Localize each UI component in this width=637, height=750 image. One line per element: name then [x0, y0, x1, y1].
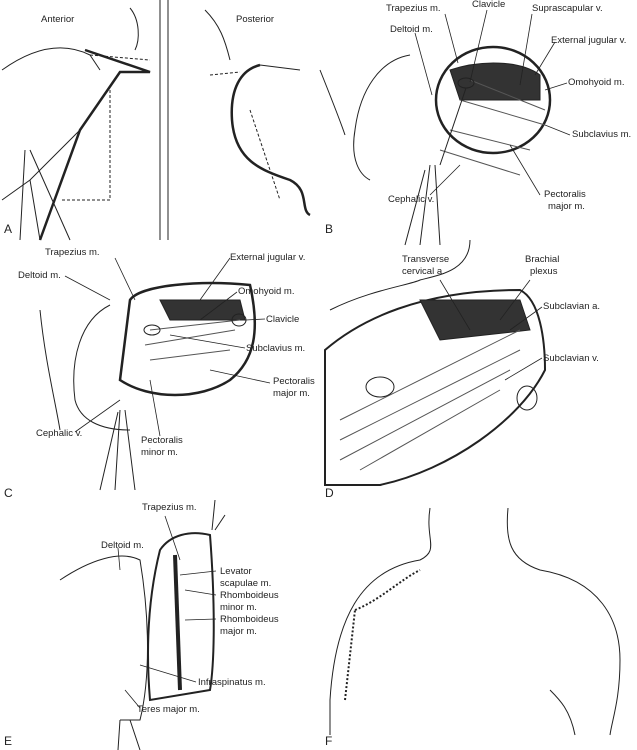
panel-letter-b: B — [325, 222, 334, 236]
label-anterior: Anterior — [41, 14, 75, 25]
label-subclavius: Subclavius m. — [246, 343, 306, 354]
label-pectoralis-major-1: Pectoralis — [273, 376, 315, 387]
label-levator-2: scapulae m. — [220, 578, 272, 589]
label-rhomboideus-major-2: major m. — [220, 626, 257, 637]
label-omohyoid: Omohyoid m. — [568, 77, 625, 88]
label-clavicle: Clavicle — [472, 0, 506, 10]
label-teres-major: Teres major m. — [137, 704, 200, 715]
label-pectoralis: Pectoralis — [544, 189, 586, 200]
label-subclavian-v: Subclavian v. — [543, 353, 599, 364]
label-trapezius: Trapezius m. — [45, 247, 100, 258]
label-deltoid: Deltoid m. — [18, 270, 61, 281]
label-omohyoid: Omohyoid m. — [238, 286, 295, 297]
label-external-jugular: External jugular v. — [551, 35, 627, 46]
label-rhomboideus-major-1: Rhomboideus — [220, 614, 279, 625]
label-posterior: Posterior — [236, 14, 275, 25]
label-clavicle: Clavicle — [266, 314, 300, 325]
panel-letter-c: C — [4, 486, 13, 500]
label-pectoralis-minor-2: minor m. — [141, 447, 178, 458]
label-deltoid: Deltoid m. — [390, 24, 433, 35]
label-rhomboideus-minor-1: Rhomboideus — [220, 590, 279, 601]
leader-lines — [64, 9, 571, 709]
label-cervical-a: cervical a. — [402, 266, 445, 277]
panel-f-drawing — [329, 507, 621, 736]
label-subclavian-a: Subclavian a. — [543, 301, 601, 312]
panel-d-drawing — [324, 239, 547, 486]
label-cephalic: Cephalic v. — [36, 428, 83, 439]
label-deltoid: Deltoid m. — [101, 540, 144, 551]
label-major: major m. — [548, 201, 585, 212]
label-infraspinatus: Infraspinatus m. — [198, 677, 266, 688]
panel-b-drawing — [319, 45, 552, 246]
panel-e-drawing — [59, 499, 226, 750]
panel-letter-a: A — [4, 222, 13, 236]
label-suprascapular: Suprascapular v. — [532, 3, 603, 14]
label-transverse: Transverse — [402, 254, 450, 265]
label-trapezius: Trapezius m. — [386, 3, 441, 14]
label-brachial: Brachial — [525, 254, 560, 265]
label-levator-1: Levator — [220, 566, 252, 577]
panel-letter-f: F — [325, 734, 333, 748]
panel-letter-d: D — [325, 486, 334, 500]
panel-c-drawing — [39, 281, 256, 491]
label-rhomboideus-minor-2: minor m. — [220, 602, 257, 613]
label-plexus: plexus — [530, 266, 558, 277]
label-external-jugular: External jugular v. — [230, 252, 306, 263]
panel-a-drawing — [1, 0, 311, 241]
label-trapezius: Trapezius m. — [142, 502, 197, 513]
label-pectoralis-minor-1: Pectoralis — [141, 435, 183, 446]
panel-letter-e: E — [4, 734, 13, 748]
label-cephalic: Cephalic v. — [388, 194, 435, 205]
label-subclavius: Subclavius m. — [572, 129, 632, 140]
label-pectoralis-major-2: major m. — [273, 388, 310, 399]
